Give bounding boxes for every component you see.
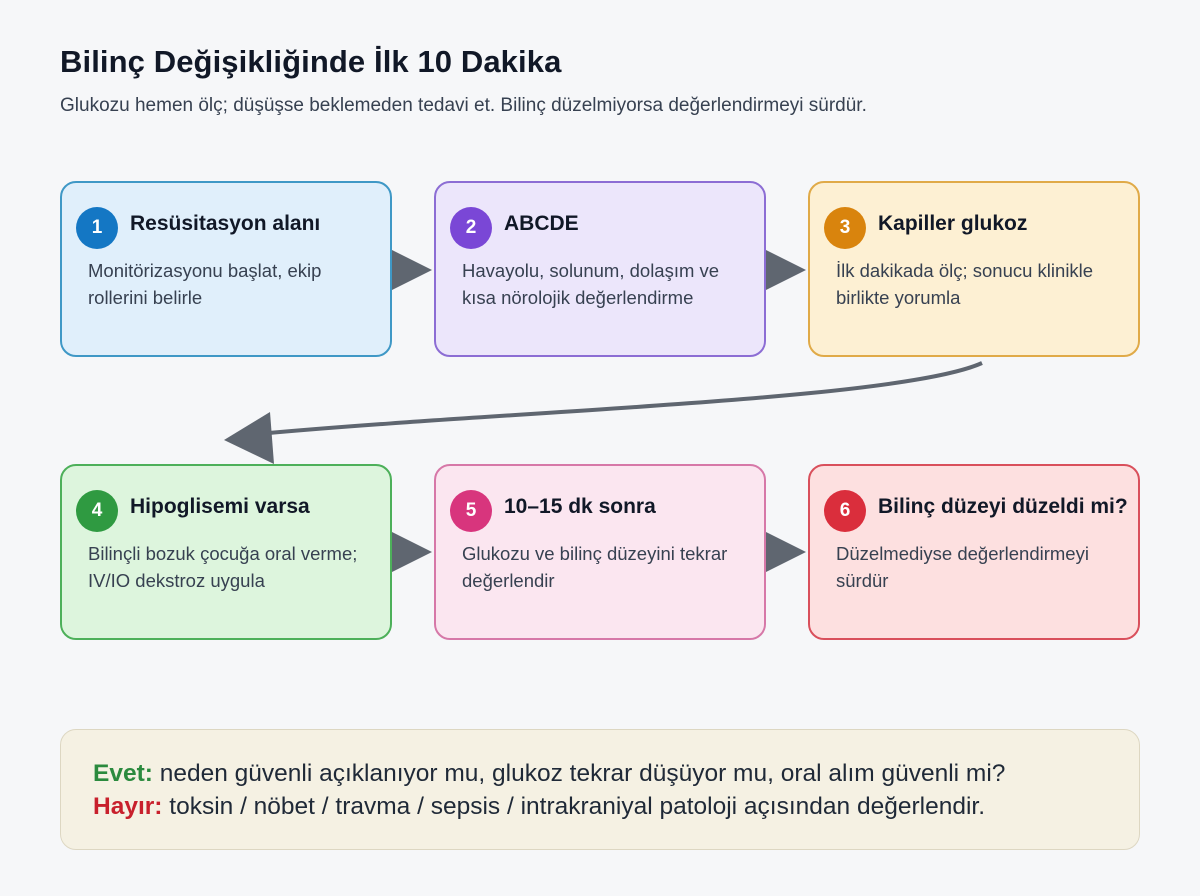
step-card-4: 4 Hipoglisemi varsa Bilinçli bozuk çocuğ… [60,464,392,640]
yes-label: Evet: [93,760,153,787]
no-text: toksin / nöbet / travma / sepsis / intra… [162,793,985,820]
arrow-3-to-4-head [224,412,274,464]
step-description: Havayolu, solunum, dolaşım ve kısa nörol… [462,260,720,308]
step-title: Hipoglisemi varsa [130,495,310,518]
no-outcome-line: Hayır: toksin / nöbet / travma / sepsis … [93,793,985,821]
arrow-2-to-3 [758,246,806,294]
page-subtitle: Glukozu hemen ölç; düşüşse beklemeden te… [60,95,867,116]
step-description: Glukozu ve bilinç düzeyini tekrar değerl… [462,543,728,591]
arrow-3-to-4-line [257,361,983,436]
arrow-4-to-5 [384,528,432,576]
yes-outcome-line: Evet: neden güvenli açıklanıyor mu, gluk… [93,760,1005,788]
yes-text: neden güvenli açıklanıyor mu, glukoz tek… [152,760,1006,787]
step-card-2: 2 ABCDE Havayolu, solunum, dolaşım ve kı… [434,181,766,357]
page-title: Bilinç Değişikliğinde İlk 10 Dakika [60,44,562,79]
step-number-badge: 1 [76,207,118,249]
step-description: Bilinçli bozuk çocuğa oral verme; IV/IO … [88,543,358,591]
arrow-5-to-6 [758,528,806,576]
no-label: Hayır: [93,793,163,820]
step-title: 10–15 dk sonra [504,495,656,518]
step-number-badge: 6 [824,490,866,532]
step-description: Monitörizasyonu başlat, ekip rollerini b… [88,260,322,308]
decision-outcome-box: Evet: neden güvenli açıklanıyor mu, gluk… [60,729,1140,850]
step-number-badge: 5 [450,490,492,532]
step-title: Kapiller glukoz [878,212,1028,235]
step-card-5: 5 10–15 dk sonra Glukozu ve bilinç düzey… [434,464,766,640]
step-card-6: 6 Bilinç düzeyi düzeldi mi? Düzelmediyse… [808,464,1140,640]
step-card-1: 1 Resüsitasyon alanı Monitörizasyonu baş… [60,181,392,357]
arrow-1-to-2 [384,246,432,294]
step-card-3: 3 Kapiller glukoz İlk dakikada ölç; sonu… [808,181,1140,357]
step-description: Düzelmediyse değerlendirmeyi sürdür [836,543,1089,591]
step-title: ABCDE [504,212,579,235]
step-title: Resüsitasyon alanı [130,212,321,235]
step-description: İlk dakikada ölç; sonucu klinikle birlik… [836,260,1094,308]
step-number-badge: 3 [824,207,866,249]
step-number-badge: 4 [76,490,118,532]
step-title: Bilinç düzeyi düzeldi mi? [878,495,1128,518]
step-number-badge: 2 [450,207,492,249]
